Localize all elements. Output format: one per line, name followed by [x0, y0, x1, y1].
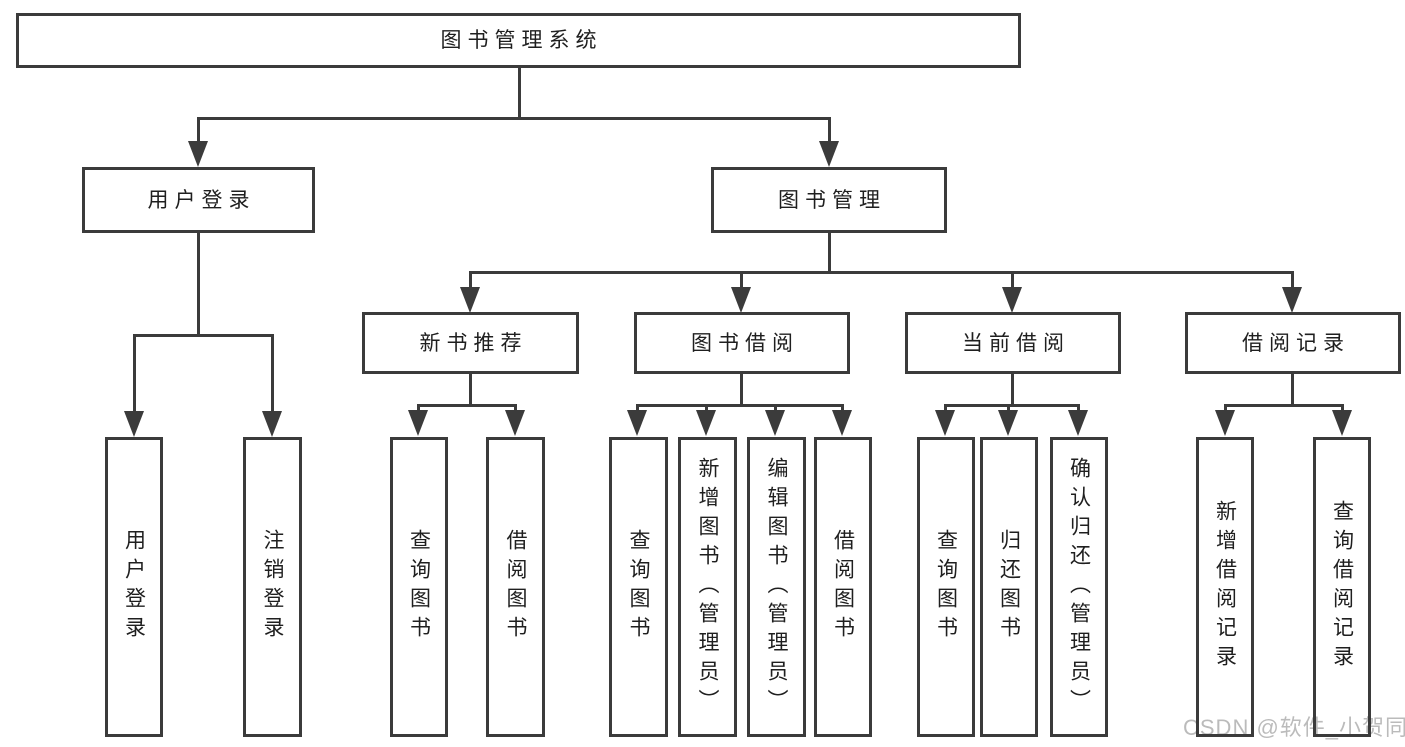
leaf-add-book-admin-label: 新增图书（管理员） [696, 456, 720, 718]
node-book-management-label: 图书管理 [778, 188, 886, 212]
connector-book-borrow-drop [740, 271, 743, 289]
leaf-return-book: 归还图书 [980, 437, 1038, 737]
arrowhead-leaf-query-borrow [627, 410, 647, 436]
leaf-return-book-label: 归还图书 [997, 529, 1021, 645]
leaf-add-borrow-record: 新增借阅记录 [1196, 437, 1254, 737]
node-current-borrow: 当前借阅 [905, 312, 1121, 374]
leaf-user-login: 用户登录 [105, 437, 163, 737]
arrowhead-current-borrow [1002, 287, 1022, 313]
node-user-login: 用户登录 [82, 167, 315, 233]
arrowhead-book-management [819, 141, 839, 167]
arrowhead-user-login [188, 141, 208, 167]
leaf-borrow-books-recommend: 借阅图书 [486, 437, 545, 737]
leaf-confirm-return-admin-label: 确认归还（管理员） [1067, 456, 1091, 718]
node-book-management: 图书管理 [711, 167, 947, 233]
arrowhead-leaf-edit-book [765, 410, 785, 436]
connector-book-management-drop [828, 117, 831, 147]
leaf-query-books-recommend: 查询图书 [390, 437, 448, 737]
arrowhead-leaf-query-recommend [408, 410, 428, 436]
connector-borrow-records-hbar [1224, 404, 1344, 407]
arrowhead-leaf-add-record [1215, 410, 1235, 436]
connector-root-stem [518, 66, 521, 119]
leaf-add-book-admin: 新增图书（管理员） [678, 437, 737, 737]
leaf-edit-book-admin: 编辑图书（管理员） [747, 437, 806, 737]
node-borrow-records: 借阅记录 [1185, 312, 1401, 374]
connector-new-book-recommend-hbar [417, 404, 517, 407]
connector-borrow-records-drop [1291, 271, 1294, 289]
arrowhead-leaf-borrow-recommend [505, 410, 525, 436]
connector-user-login-stem [197, 231, 200, 336]
node-current-borrow-label: 当前借阅 [962, 331, 1070, 355]
leaf-query-books-current-label: 查询图书 [934, 529, 958, 645]
leaf-query-borrow-record-label: 查询借阅记录 [1330, 500, 1354, 674]
connector-current-borrow-drop [1011, 271, 1014, 289]
connector-current-borrow-hbar [944, 404, 1080, 407]
leaf-confirm-return-admin: 确认归还（管理员） [1050, 437, 1108, 737]
connector-user-login-hbar [133, 334, 274, 337]
arrowhead-leaf-query-record [1332, 410, 1352, 436]
leaf-query-books-borrow: 查询图书 [609, 437, 668, 737]
arrowhead-leaf-logout [262, 411, 282, 437]
connector-borrow-records-stem [1291, 372, 1294, 407]
arrowhead-leaf-borrow-book [832, 410, 852, 436]
leaf-borrow-books-recommend-label: 借阅图书 [504, 529, 528, 645]
arrowhead-leaf-query-current [935, 410, 955, 436]
leaf-user-login-label: 用户登录 [122, 529, 146, 645]
arrowhead-leaf-add-book [696, 410, 716, 436]
node-root: 图书管理系统 [16, 13, 1021, 68]
node-borrow-records-label: 借阅记录 [1242, 331, 1350, 355]
arrowhead-leaf-return-book [998, 410, 1018, 436]
connector-book-borrow-stem [740, 372, 743, 407]
leaf-add-borrow-record-label: 新增借阅记录 [1213, 500, 1237, 674]
connector-book-borrow-hbar [636, 404, 844, 407]
leaf-query-borrow-record: 查询借阅记录 [1313, 437, 1371, 737]
watermark: CSDN @软件_小贺同学 [1183, 715, 1405, 740]
connector-book-management-hbar [469, 271, 1294, 274]
arrowhead-borrow-records [1282, 287, 1302, 313]
node-root-label: 图书管理系统 [440, 29, 603, 52]
node-book-borrow-label: 图书借阅 [691, 331, 799, 355]
connector-book-management-stem [828, 231, 831, 274]
leaf-query-books-current: 查询图书 [917, 437, 975, 737]
connector-new-book-recommend-drop [469, 271, 472, 289]
arrowhead-book-borrow [731, 287, 751, 313]
node-new-book-recommend-label: 新书推荐 [419, 331, 528, 355]
arrowhead-leaf-user-login [124, 411, 144, 437]
leaf-borrow-books-borrow: 借阅图书 [814, 437, 872, 737]
connector-root-hbar [197, 117, 831, 120]
connector-user-login-drop [197, 117, 200, 147]
leaf-query-books-borrow-label: 查询图书 [627, 529, 651, 645]
connector-current-borrow-stem [1011, 372, 1014, 407]
connector-leaf-user-login-drop [133, 334, 136, 413]
node-user-login-label: 用户登录 [147, 188, 256, 212]
node-book-borrow: 图书借阅 [634, 312, 850, 374]
arrowhead-new-book-recommend [460, 287, 480, 313]
leaf-borrow-books-borrow-label: 借阅图书 [831, 529, 855, 645]
connector-new-book-recommend-stem [469, 372, 472, 407]
leaf-query-books-recommend-label: 查询图书 [407, 529, 431, 645]
arrowhead-leaf-confirm-return [1068, 410, 1088, 436]
leaf-logout: 注销登录 [243, 437, 302, 737]
node-new-book-recommend: 新书推荐 [362, 312, 579, 374]
leaf-logout-label: 注销登录 [261, 529, 285, 645]
connector-leaf-logout-drop [271, 334, 274, 413]
leaf-edit-book-admin-label: 编辑图书（管理员） [765, 456, 789, 718]
